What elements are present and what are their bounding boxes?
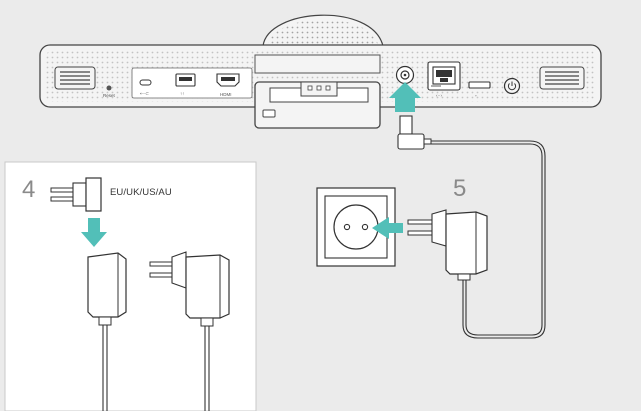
svg-text:↑↑: ↑↑ (180, 91, 185, 96)
arrow-icon (372, 217, 403, 239)
plug-head-icon (397, 115, 432, 150)
usb-c-port-icon (139, 79, 152, 86)
micro-sd-port-icon (468, 81, 491, 89)
hdmi-label: HDMI (220, 92, 232, 97)
step-5-number: 5 (453, 175, 467, 202)
hdmi-port-icon (216, 73, 240, 87)
svg-text:▫: ▫ (475, 93, 477, 98)
speaker-grille-icon (539, 66, 585, 90)
power-cable (431, 140, 546, 339)
ethernet-port-icon (427, 61, 461, 91)
power-adapter-icon (407, 209, 488, 281)
power-adapter-icon (149, 251, 230, 411)
plug-types-label: EU/UK/US/AU (110, 187, 172, 198)
arrow-icon (389, 82, 421, 112)
power-adapter-icon (87, 252, 127, 411)
usb-a-port-icon (175, 73, 196, 87)
power-button-icon (503, 77, 521, 95)
plug-head-icon (50, 177, 102, 212)
mounting-bracket (254, 81, 381, 129)
reset-label: Reset (103, 93, 115, 98)
svg-text:⇠·⊂: ⇠·⊂ (140, 91, 149, 96)
svg-text:‹··›: ‹··› (436, 93, 442, 98)
arrow-icon (81, 218, 107, 247)
reset-button (106, 85, 112, 91)
dc-power-port-icon (395, 65, 415, 85)
step-4-number: 4 (22, 176, 36, 203)
speaker-grille-icon (54, 66, 96, 90)
